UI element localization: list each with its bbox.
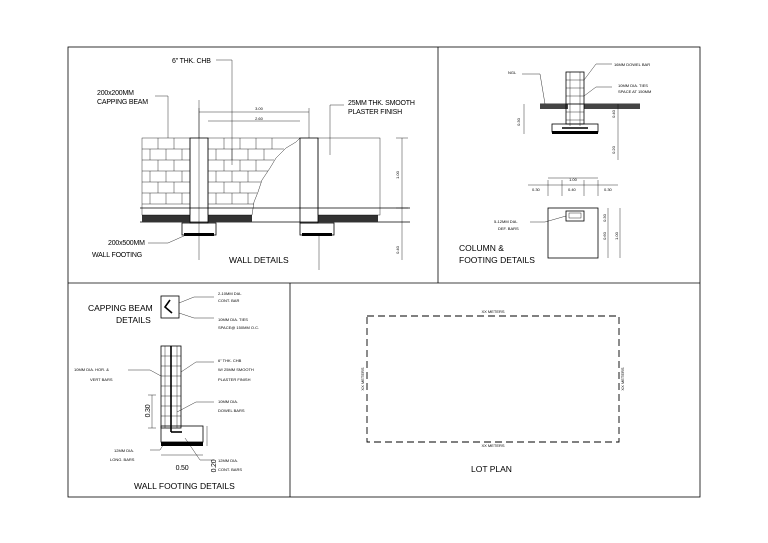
col-dim-3: 0.30 <box>532 187 541 192</box>
dep-label-1: 5-12MM DIA. <box>494 219 518 224</box>
column-footing-panel: 0.30 0.40 0.20 NGL 16MM DOWEL BAR 10MM D… <box>459 62 651 265</box>
col-dim-9b: 0.60 <box>602 231 607 240</box>
ngl-label: NGL <box>508 70 517 75</box>
col-dim-6: 0.40 <box>611 109 616 118</box>
wf-long-1: 12MM DIA. <box>114 448 134 453</box>
chb-wall-middle <box>207 137 301 216</box>
capping-title-1: CAPPING BEAM <box>88 303 153 313</box>
wall-details-title: WALL DETAILS <box>229 255 289 265</box>
wf-dowel-1: 10MM DIA. <box>218 399 238 404</box>
col-dim-2: 0.30 <box>516 117 521 126</box>
col-dim-7: 0.20 <box>611 145 616 154</box>
capping-label-2: CAPPING BEAM <box>97 99 148 106</box>
dowel-label: 16MM DOWEL BAR <box>614 62 650 67</box>
footing-plan <box>547 207 599 259</box>
col-dim-9: 1.00 <box>614 231 619 240</box>
ground-hatch <box>142 215 378 222</box>
wf-chb-2: W/ 25MM SMOOTH <box>218 367 254 372</box>
wf-dowel-2: DOWEL BARS <box>218 408 245 413</box>
lot-plan-title: LOT PLAN <box>471 464 512 474</box>
cb-bar-2: CONT. BAR <box>218 298 239 303</box>
sheet-frame <box>67 46 701 498</box>
chb-label: 6" THK. CHB <box>172 58 211 65</box>
wf-cont-1: 12MM DIA. <box>218 458 238 463</box>
chb-wall-left <box>141 137 191 216</box>
lot-dim-bottom: XX METERS <box>481 443 504 448</box>
wf-chb-1: 6" THK. CHB <box>218 358 242 363</box>
plaster-label-2: PLASTER FINISH <box>348 109 402 116</box>
wf-hv-2: VERT BARS <box>90 377 113 382</box>
dep-label-2: DEF. BARS <box>498 226 519 231</box>
wall-footing-panel: 0.30 0.50 0.20 10MM DIA. HOR. & VERT BAR… <box>74 345 254 491</box>
wf-dim-depth: 0.20 <box>211 459 218 472</box>
ties-label-1: 10MM DIA. TIES <box>618 83 648 88</box>
wf-cont-2: CONT. BARS <box>218 467 242 472</box>
lot-dim-right: XX METERS <box>620 367 625 390</box>
wf-hv-1: 10MM DIA. HOR. & <box>74 367 109 372</box>
capping-beam-panel: CAPPING BEAM DETAILS 2-10MM DIA. CONT. B… <box>88 291 259 330</box>
col-dim-5: 0.30 <box>604 187 613 192</box>
col-dim-1: 1.00 <box>569 177 578 182</box>
dim-top-2: 2.60 <box>255 116 264 121</box>
footing-label-2: WALL FOOTING <box>92 252 142 259</box>
dim-right: 1.00 <box>395 170 400 179</box>
plaster-label-1: 25MM THK. SMOOTH <box>348 100 415 107</box>
column-right <box>299 137 319 224</box>
cb-bar-1: 2-10MM DIA. <box>218 291 242 296</box>
cb-ties-1: 10MM DIA. TIES <box>218 317 248 322</box>
wf-dim-height: 0.30 <box>145 404 152 417</box>
footing-label-1: 200x500MM <box>108 240 145 247</box>
col-dim-4: 0.40 <box>568 187 577 192</box>
dim-top-1: 3.00 <box>255 106 264 111</box>
capping-beam-section <box>160 295 180 319</box>
capping-title-2: DETAILS <box>116 315 151 325</box>
col-title-1: COLUMN & <box>459 243 504 253</box>
lot-dim-left: XX METERS <box>360 367 365 390</box>
lot-plan-panel: XX METERS XX METERS XX METERS XX METERS … <box>360 309 625 474</box>
lot-dim-top: XX METERS <box>481 309 504 314</box>
capping-label-1: 200x200MM <box>97 90 134 97</box>
lot-boundary <box>366 315 620 443</box>
wall-footing-title: WALL FOOTING DETAILS <box>134 481 235 491</box>
col-title-2: FOOTING DETAILS <box>459 255 535 265</box>
wf-dim-width: 0.50 <box>176 465 189 472</box>
wall-details-panel: 3.00 2.60 1.00 0.40 6" THK. CHB 200x200M… <box>92 58 415 270</box>
col-dim-8: 0.30 <box>602 213 607 222</box>
ties-label-2: SPACE AT 150MM <box>618 89 651 94</box>
dim-bottom: 0.40 <box>395 245 400 254</box>
cb-ties-2: SPACE@ 150MM O.C. <box>218 325 259 330</box>
wf-chb-3: PLASTER FINISH <box>218 377 251 382</box>
plastered-wall <box>317 137 381 216</box>
wf-long-2: LONG. BARS <box>110 457 135 462</box>
